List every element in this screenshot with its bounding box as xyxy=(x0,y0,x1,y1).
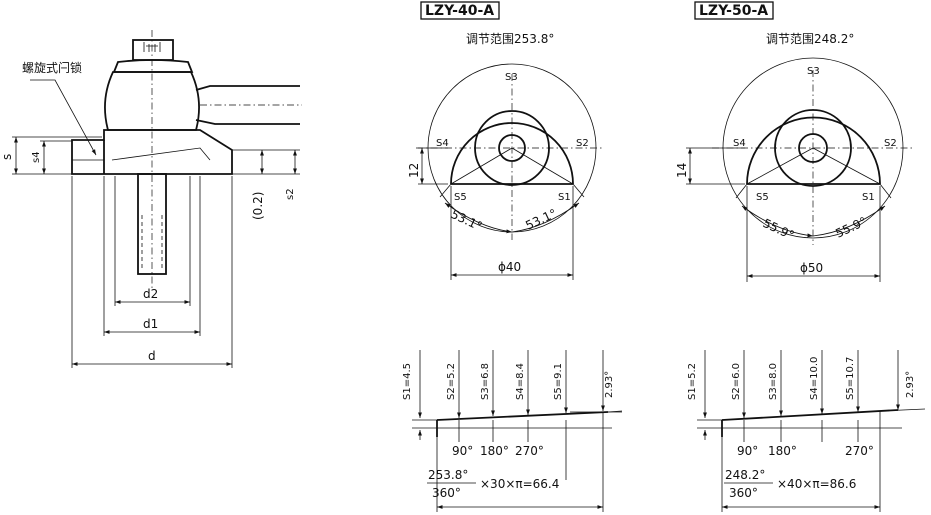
point-s5: S5 xyxy=(454,192,467,203)
formula-rest: ×40×π=86.6 xyxy=(777,477,856,491)
deg-90: 90° xyxy=(452,444,473,458)
side-view: 螺旋式闩锁 s s4 (0.2) s2 d2 d1 d xyxy=(0,30,302,368)
ramp-s1: S1=5.2 xyxy=(687,363,698,400)
length-formula: 253.8° 360° ×30×π=66.4 xyxy=(427,468,559,500)
height-dim: 14 xyxy=(675,163,689,178)
deg-270: 270° xyxy=(515,444,544,458)
formula-num: 253.8° xyxy=(428,468,468,482)
ramp-s5: S5=10.7 xyxy=(845,357,856,400)
dim-s2: s2 xyxy=(285,188,296,200)
model-title: LZY-50-A xyxy=(699,3,768,19)
collar xyxy=(112,59,194,73)
ramp-profile: S1=4.5 S2=5.2 S3=6.8 S4=8.4 S5=9.1 2.93°… xyxy=(402,350,623,512)
handle-top xyxy=(195,85,300,91)
model-title: LZY-40-A xyxy=(425,3,494,19)
dim-s: s xyxy=(0,154,14,160)
diameter: ϕ50 xyxy=(800,261,823,275)
ramp-s3: S3=8.0 xyxy=(768,363,779,400)
point-s2: S2 xyxy=(576,138,589,149)
deg-180: 180° xyxy=(768,444,797,458)
ramp-s2: S2=6.0 xyxy=(731,363,742,400)
diameter: ϕ40 xyxy=(498,260,521,274)
height-dim: 12 xyxy=(407,163,421,178)
point-s3: S3 xyxy=(807,66,820,77)
dim-d: d xyxy=(148,349,156,363)
point-s5: S5 xyxy=(756,192,769,203)
handle-bottom xyxy=(195,119,300,125)
point-s4: S4 xyxy=(733,138,746,149)
ramp-s1: S1=4.5 xyxy=(402,363,413,400)
model-lzy40: LZY-40-A 调节范围253.8° S3 S2 S4 S5 S1 12 53… xyxy=(402,1,623,512)
length-formula: 248.2° 360° ×40×π=86.6 xyxy=(724,468,856,500)
angle-left: 53.1° xyxy=(449,207,485,234)
deg-270: 270° xyxy=(845,444,874,458)
ramp-s2: S2=5.2 xyxy=(446,363,457,400)
ramp-s3: S3=6.8 xyxy=(480,363,491,400)
point-s2: S2 xyxy=(884,138,897,149)
adjust-range: 调节范围248.2° xyxy=(766,32,854,46)
dim-d2: d2 xyxy=(143,287,158,301)
point-s1: S1 xyxy=(558,192,571,203)
formula-den: 360° xyxy=(729,486,758,500)
dim-d1: d1 xyxy=(143,317,158,331)
angle-left: 55.9° xyxy=(761,216,797,243)
deg-90: 90° xyxy=(737,444,758,458)
hex-nut xyxy=(132,39,174,61)
angle-right: 55.9° xyxy=(833,214,869,241)
latch-ramp xyxy=(111,147,211,161)
ramp-slope: 2.93° xyxy=(604,371,615,398)
latch-leader xyxy=(30,79,97,156)
ramp-profile: S1=5.2 S2=6.0 S3=8.0 S4=10.0 S5=10.7 2.9… xyxy=(687,350,926,512)
model-lzy50: LZY-50-A 调节范围248.2° S3 S2 S4 S5 S1 14 55… xyxy=(675,1,926,512)
dim-gap: (0.2) xyxy=(251,192,265,220)
angle-right: 53.1° xyxy=(523,206,559,233)
adjust-range: 调节范围253.8° xyxy=(466,32,554,46)
dim-s4: s4 xyxy=(31,151,42,163)
ramp-s4: S4=8.4 xyxy=(515,363,526,400)
latch-label: 螺旋式闩锁 xyxy=(22,60,82,75)
ramp-s5: S5=9.1 xyxy=(553,363,564,400)
formula-num: 248.2° xyxy=(725,468,765,482)
ramp-s4: S4=10.0 xyxy=(809,357,820,400)
ramp-slope: 2.93° xyxy=(905,371,916,398)
point-s1: S1 xyxy=(862,192,875,203)
deg-180: 180° xyxy=(480,444,509,458)
shank xyxy=(137,173,167,275)
point-s4: S4 xyxy=(436,138,449,149)
point-s3: S3 xyxy=(505,72,518,83)
cam-outline xyxy=(746,116,881,185)
formula-rest: ×30×π=66.4 xyxy=(480,477,559,491)
formula-den: 360° xyxy=(432,486,461,500)
